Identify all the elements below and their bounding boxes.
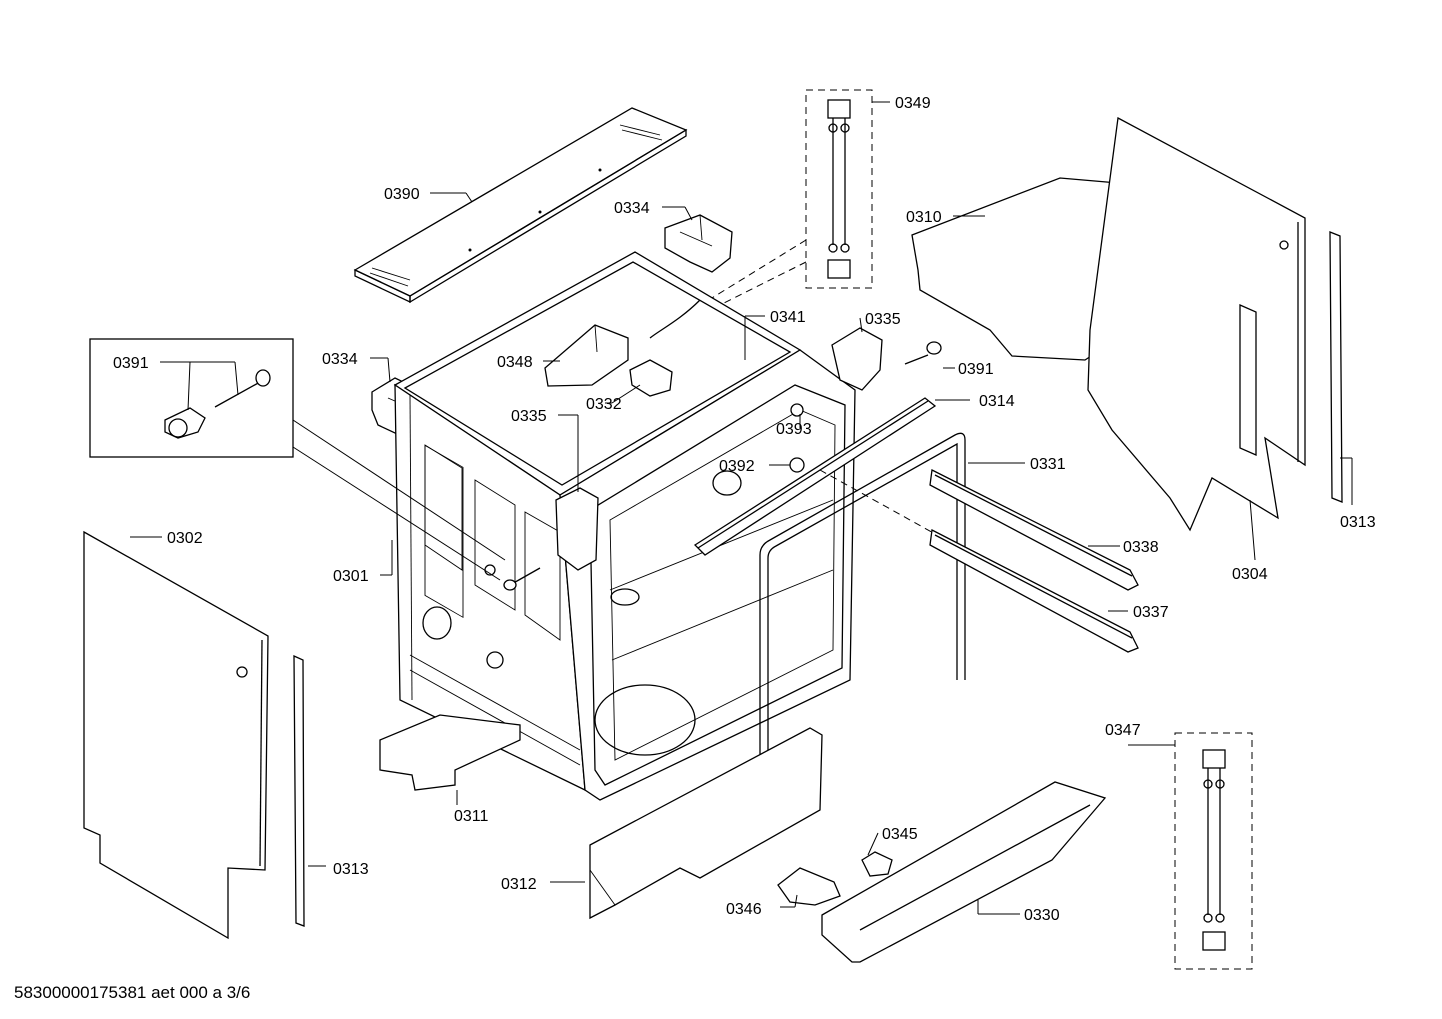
part-0330-base-rail [821,781,1107,963]
label-0347: 0347 [1105,722,1141,739]
label-0330: 0330 [1024,907,1060,924]
label-0332: 0332 [586,396,622,413]
label-0341: 0341 [770,309,806,326]
part-labels: 0390 0334 0349 0310 0391 0334 0348 0341 … [113,95,1376,924]
part-0335-clip-left [555,487,599,571]
label-0335-left: 0335 [511,408,547,425]
part-0337-rail [929,528,1139,653]
part-0312-foam-block [589,727,823,920]
part-0347-cable-harness [1174,732,1253,970]
label-0331: 0331 [1030,456,1066,473]
label-0311: 0311 [454,808,489,825]
label-0301: 0301 [333,568,369,585]
part-0338-rail [929,469,1139,591]
part-0304-side-panel-right [1087,116,1306,532]
part-0348-control-module [544,299,701,387]
part-0302-side-panel-left [83,530,269,940]
part-0311-foam-block [379,714,521,791]
part-0335-clip-right [831,327,883,391]
label-0302: 0302 [167,530,203,547]
label-0334-left: 0334 [322,351,358,368]
label-0348: 0348 [497,354,533,371]
part-0390-top-cover [353,107,688,304]
detail-inset-0391 [89,338,506,581]
part-0313-trim-right [1329,231,1343,503]
part-0393-0392-bearings [789,403,956,546]
footer-document-code: 58300000175381 aet 000 a 3/6 [14,983,250,1002]
part-0332-switch [629,359,673,397]
part-0331-gasket [759,432,966,800]
label-0310: 0310 [906,209,942,226]
label-0335-right: 0335 [865,311,901,328]
label-0312: 0312 [501,876,537,893]
part-0349-cable-harness [659,89,873,331]
label-0334-top: 0334 [614,200,650,217]
label-0338: 0338 [1123,539,1159,556]
label-0304: 0304 [1232,566,1268,583]
label-0393: 0393 [776,421,812,438]
part-0334-hinge-top [664,214,733,273]
label-0391-inset: 0391 [113,355,149,372]
part-0391-screw-left [503,567,541,591]
label-0337: 0337 [1133,604,1169,621]
label-0313-right: 0313 [1340,514,1376,531]
label-0314: 0314 [979,393,1015,410]
label-0346: 0346 [726,901,762,918]
part-0314-seal-strip [693,397,937,556]
part-0313-trim-left [293,654,305,927]
leader-lines [130,101,1353,915]
part-0345-clip [861,851,893,877]
label-0313-left: 0313 [333,861,369,878]
label-0349: 0349 [895,95,931,112]
label-0391-right: 0391 [958,361,994,378]
label-0390: 0390 [384,186,420,203]
part-0346-switch [777,867,841,906]
part-0391-screw-right [904,341,942,365]
label-0345: 0345 [882,826,918,843]
label-0392: 0392 [719,458,755,475]
